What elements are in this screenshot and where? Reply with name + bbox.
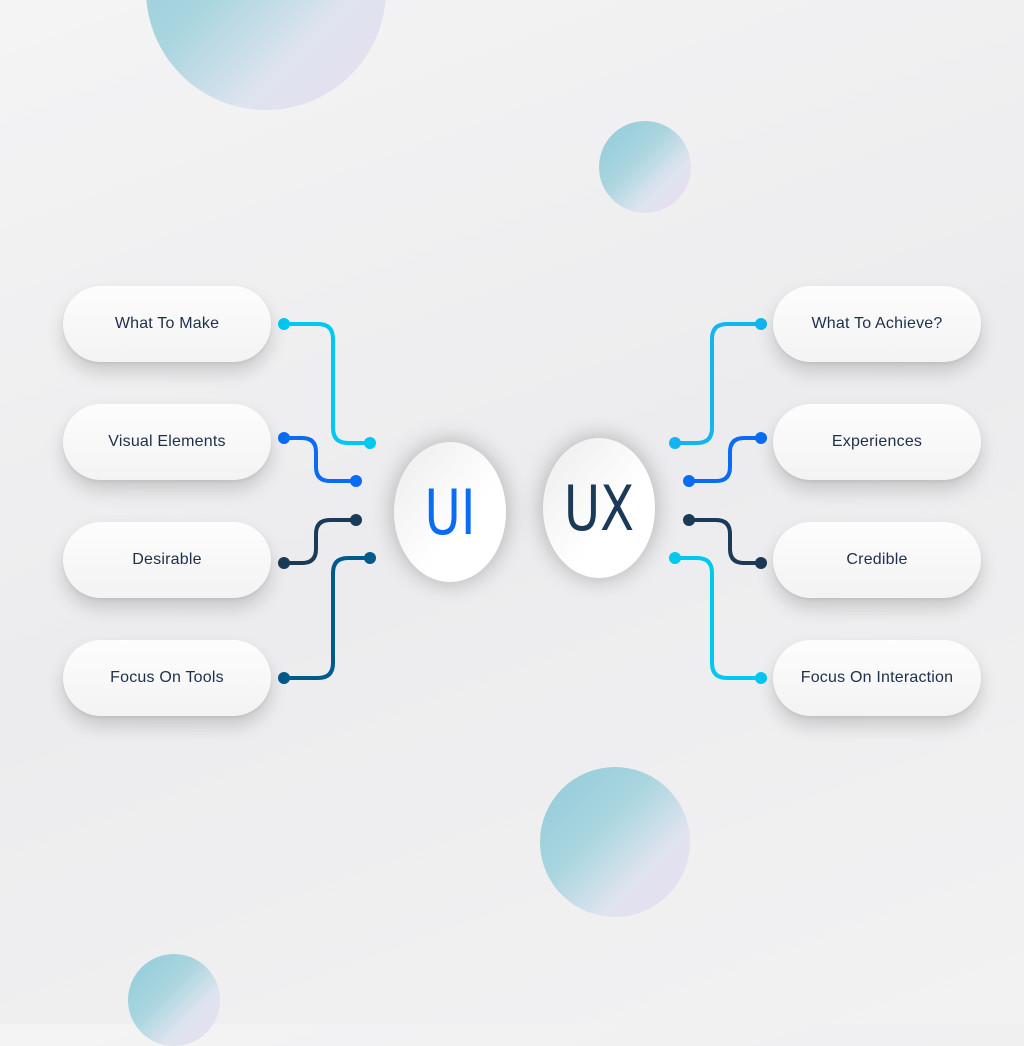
ui-connector-4 — [278, 552, 376, 684]
ux-connector-1 — [669, 318, 767, 449]
ui-item-visual-elements: Visual Elements — [63, 404, 271, 480]
decorative-bubble — [599, 121, 691, 213]
ui-connector-1 — [278, 318, 376, 449]
ux-item-focus-on-interaction: Focus On Interaction — [773, 640, 981, 716]
ui-item-focus-on-tools: Focus On Tools — [63, 640, 271, 716]
ui-circle: UI — [394, 442, 506, 582]
ui-item-desirable: Desirable — [63, 522, 271, 598]
ux-item-credible: Credible — [773, 522, 981, 598]
ui-connector-3 — [278, 514, 362, 569]
ux-item-what-to-achieve: What To Achieve? — [773, 286, 981, 362]
ux-circle: UX — [543, 438, 655, 578]
decorative-bubble — [540, 767, 690, 917]
ui-connector-2 — [278, 432, 362, 487]
ux-connector-3 — [683, 514, 767, 569]
ux-item-experiences: Experiences — [773, 404, 981, 480]
ux-connector-4 — [669, 552, 767, 684]
ux-connector-2 — [683, 432, 767, 487]
connector-lines — [278, 318, 767, 684]
ui-item-what-to-make: What To Make — [63, 286, 271, 362]
